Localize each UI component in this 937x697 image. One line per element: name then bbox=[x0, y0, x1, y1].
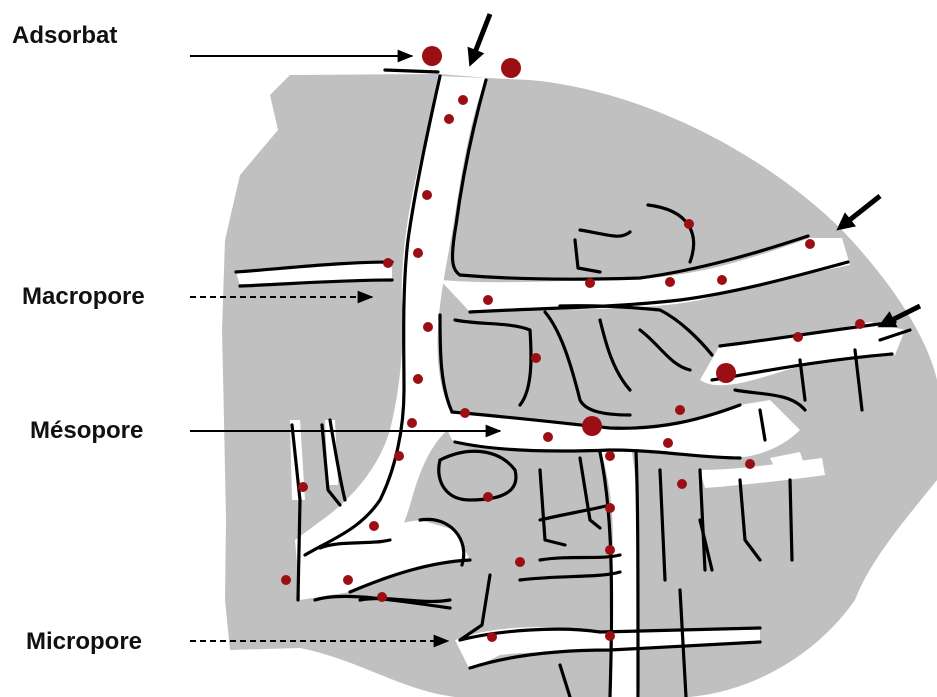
adsorbate-dot-icon bbox=[531, 353, 541, 363]
adsorbate-dot-icon bbox=[394, 451, 404, 461]
adsorbate-dot-icon bbox=[407, 418, 417, 428]
label-mesopore: Mésopore bbox=[30, 417, 143, 445]
adsorbate-dot-icon bbox=[483, 492, 493, 502]
adsorbate-dot-icon bbox=[487, 632, 497, 642]
solid-grain bbox=[222, 74, 937, 697]
adsorbate-large-dot-icon bbox=[422, 46, 442, 66]
adsorbate-large-dot-icon bbox=[501, 58, 521, 78]
adsorbate-dot-icon bbox=[413, 248, 423, 258]
adsorbate-dot-icon bbox=[413, 374, 423, 384]
adsorbate-dot-icon bbox=[675, 405, 685, 415]
adsorbate-dot-icon bbox=[605, 631, 615, 641]
adsorbate-dot-icon bbox=[543, 432, 553, 442]
label-micropore: Micropore bbox=[26, 628, 142, 656]
adsorbate-dot-icon bbox=[458, 95, 468, 105]
adsorbate-dot-icon bbox=[298, 482, 308, 492]
adsorbate-dot-icon bbox=[377, 592, 387, 602]
adsorbate-dot-icon bbox=[717, 275, 727, 285]
adsorbate-dot-icon bbox=[281, 575, 291, 585]
adsorbate-dot-icon bbox=[745, 459, 755, 469]
adsorbate-dot-icon bbox=[483, 295, 493, 305]
adsorbate-dot-icon bbox=[383, 258, 393, 268]
adsorbate-dot-icon bbox=[423, 322, 433, 332]
adsorbate-dot-icon bbox=[460, 408, 470, 418]
adsorbate-dot-icon bbox=[343, 575, 353, 585]
adsorbate-dot-icon bbox=[805, 239, 815, 249]
adsorbate-large-dot-icon bbox=[716, 363, 736, 383]
adsorbate-dot-icon bbox=[605, 545, 615, 555]
adsorbate-dot-icon bbox=[515, 557, 525, 567]
label-macropore: Macropore bbox=[22, 283, 145, 311]
adsorbate-dot-icon bbox=[444, 114, 454, 124]
entry-arrow-icon bbox=[842, 196, 880, 226]
adsorbate-dot-icon bbox=[684, 219, 694, 229]
adsorbate-dot-icon bbox=[585, 278, 595, 288]
entry-arrow-icon bbox=[472, 14, 490, 60]
adsorbate-dot-icon bbox=[855, 319, 865, 329]
adsorbate-dot-icon bbox=[793, 332, 803, 342]
adsorbate-dot-icon bbox=[422, 190, 432, 200]
adsorbate-large-dot-icon bbox=[582, 416, 602, 436]
adsorbate-dot-icon bbox=[605, 503, 615, 513]
adsorbate-dot-icon bbox=[677, 479, 687, 489]
adsorbate-dot-icon bbox=[605, 451, 615, 461]
adsorbate-dot-icon bbox=[665, 277, 675, 287]
label-adsorbat: Adsorbat bbox=[12, 22, 117, 50]
adsorbate-dot-icon bbox=[663, 438, 673, 448]
adsorbate-dot-icon bbox=[369, 521, 379, 531]
